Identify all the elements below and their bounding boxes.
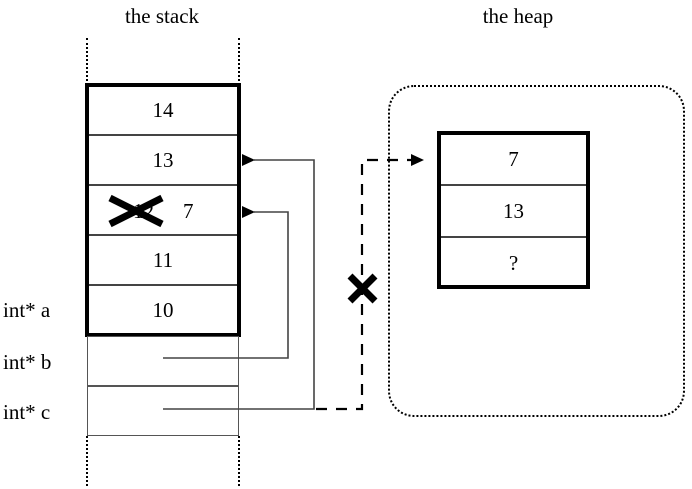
stack-cell-value: 11 xyxy=(152,247,174,272)
heap-cell-value: 13 xyxy=(503,198,524,223)
heap-cell-value: ? xyxy=(508,250,519,275)
stack-guide-left-bottom xyxy=(86,436,88,486)
stack-cell-13: 13 xyxy=(87,135,239,185)
heap-cell-2: ? xyxy=(439,237,588,289)
stack-cell-12-struck: 12 7 xyxy=(87,185,239,235)
stack-guide-left-top xyxy=(86,38,88,85)
variable-label-a: int* a xyxy=(3,298,51,322)
stack-cell-value: 10 xyxy=(152,297,174,322)
stack-cell-value: 14 xyxy=(152,97,174,122)
stack-cell-value: 13 xyxy=(152,147,174,172)
stack-cell-new-value: 7 xyxy=(183,199,194,223)
stack-title: the stack xyxy=(124,4,200,28)
heap-cell-0: 7 xyxy=(439,133,588,185)
variable-label-c: int* c xyxy=(3,400,51,424)
variable-label-b: int* b xyxy=(3,350,52,374)
stack-cell-14: 14 xyxy=(87,85,239,135)
stack-cell-10: 10 xyxy=(87,285,239,335)
stack-pointer-cell-b xyxy=(87,336,239,386)
stack-guide-right-top xyxy=(238,38,240,85)
heap-cell-1: 13 xyxy=(439,185,588,237)
stack-pointer-cell-c xyxy=(87,386,239,436)
stack-guide-right-bottom xyxy=(238,436,240,486)
heap-title: the heap xyxy=(482,4,554,28)
stack-cell-old-value: 12 xyxy=(133,199,154,223)
heap-cell-value: 7 xyxy=(508,146,519,171)
invalidated-pointer-x-icon xyxy=(347,273,378,304)
stack-cell-11: 11 xyxy=(87,235,239,285)
